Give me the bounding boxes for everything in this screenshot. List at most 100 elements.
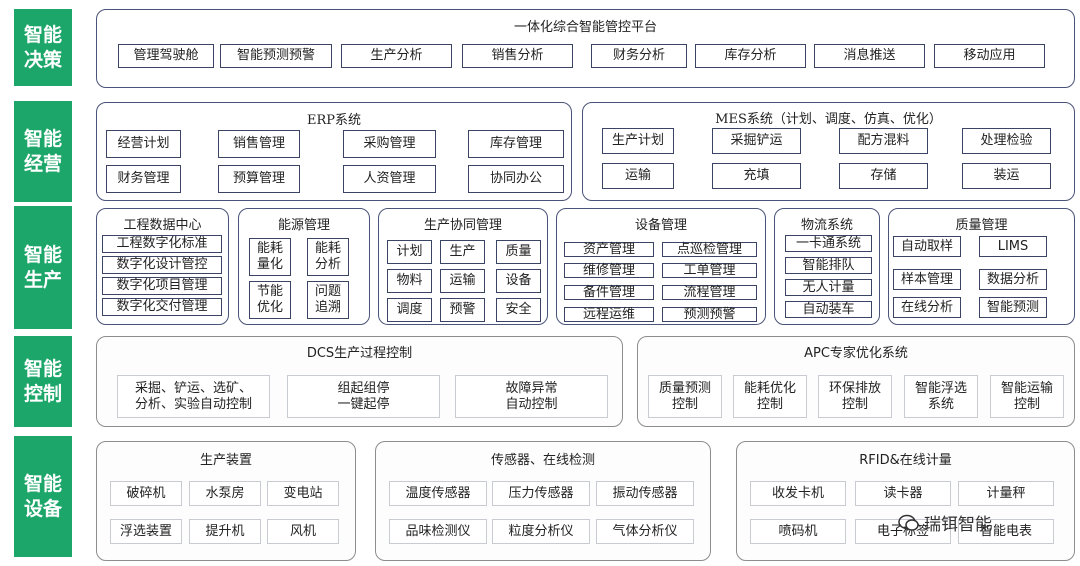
module-box[interactable]: 水泵房: [189, 481, 261, 506]
module-box[interactable]: 预测预警: [662, 307, 757, 322]
module-box[interactable]: 数字化交付管理: [102, 298, 222, 316]
module-box[interactable]: 生产: [440, 240, 485, 264]
module-box[interactable]: 能耗优化 控制: [733, 375, 807, 418]
panel-title: 一体化综合智能管控平台: [513, 20, 657, 35]
panel-title: APC专家优化系统: [804, 346, 908, 361]
module-box[interactable]: 装运: [962, 163, 1051, 189]
module-box[interactable]: 运输: [602, 163, 674, 189]
row-label-equipment: 智能 设备: [14, 436, 72, 557]
module-box[interactable]: 读卡器: [855, 481, 951, 506]
module-box[interactable]: 生产分析: [341, 44, 452, 68]
module-box[interactable]: 能耗 分析: [307, 238, 349, 276]
module-box[interactable]: 组起组停 一键起停: [287, 375, 440, 418]
module-box[interactable]: 风机: [267, 519, 339, 544]
panel-title: 物流系统: [800, 218, 853, 233]
module-box[interactable]: 销售管理: [218, 130, 300, 158]
module-box[interactable]: 电子标签: [855, 519, 951, 544]
module-box[interactable]: 配方混料: [839, 128, 928, 154]
module-box[interactable]: 样本管理: [893, 269, 961, 290]
module-box[interactable]: 数据分析: [979, 269, 1047, 290]
module-box[interactable]: 一卡通系统: [785, 235, 872, 252]
module-box[interactable]: 品味检测仪: [389, 519, 487, 544]
panel-title: RFID&在线计量: [859, 453, 952, 468]
module-box[interactable]: 智能预测: [979, 297, 1047, 318]
module-box[interactable]: 协同办公: [468, 165, 564, 193]
module-box[interactable]: 维修管理: [564, 263, 654, 278]
module-box[interactable]: 移动应用: [934, 44, 1045, 68]
module-box[interactable]: 自动取样: [893, 236, 961, 257]
module-box[interactable]: 气体分析仪: [596, 519, 694, 544]
module-box[interactable]: 库存分析: [695, 44, 806, 68]
module-box[interactable]: 质量: [496, 240, 541, 264]
wechat-icon: [898, 514, 919, 531]
module-box[interactable]: 智能排队: [785, 257, 872, 274]
module-box[interactable]: 经营计划: [106, 130, 181, 158]
module-box[interactable]: 调度: [387, 298, 432, 322]
module-box[interactable]: 点巡检管理: [662, 242, 757, 257]
row-label-production: 智能 生产: [14, 206, 72, 329]
module-box[interactable]: 收发卡机: [750, 481, 846, 506]
module-box[interactable]: 浮选装置: [110, 519, 182, 544]
module-box[interactable]: 充填: [712, 163, 801, 189]
module-box[interactable]: 故障异常 自动控制: [455, 375, 608, 418]
module-box[interactable]: 财务管理: [106, 165, 181, 193]
module-box[interactable]: 库存管理: [468, 130, 564, 158]
module-box[interactable]: 工单管理: [662, 263, 757, 278]
module-box[interactable]: 处理检验: [962, 128, 1051, 154]
watermark-text: 瑞铒智能: [924, 515, 992, 535]
module-box[interactable]: 粒度分析仪: [492, 519, 590, 544]
module-box[interactable]: 流程管理: [662, 285, 757, 300]
panel-title: DCS生产过程控制: [306, 346, 413, 361]
panel-title: 生产协同管理: [423, 218, 502, 233]
module-box[interactable]: 问题 追溯: [307, 281, 349, 319]
panel-title: ERP系统: [306, 113, 362, 128]
module-box[interactable]: 数字化设计管控: [102, 256, 222, 274]
module-box[interactable]: 自动装车: [785, 301, 872, 318]
module-box[interactable]: 销售分析: [462, 44, 573, 68]
module-box[interactable]: 工程数字化标准: [102, 235, 222, 253]
panel-title: 传感器、在线检测: [490, 453, 595, 468]
module-box[interactable]: 喷码机: [750, 519, 846, 544]
module-box[interactable]: 计量秤: [958, 481, 1054, 506]
module-box[interactable]: 智能浮选 系统: [904, 375, 978, 418]
module-box[interactable]: 生产计划: [602, 128, 674, 154]
module-box[interactable]: 财务分析: [591, 44, 687, 68]
module-box[interactable]: 环保排放 控制: [818, 375, 892, 418]
module-box[interactable]: 物料: [387, 269, 432, 293]
module-box[interactable]: 智能预测预警: [220, 44, 332, 68]
module-box[interactable]: 运输: [440, 269, 485, 293]
module-box[interactable]: 资产管理: [564, 242, 654, 257]
panel-title: 工程数据中心: [123, 218, 202, 233]
module-box[interactable]: 人资管理: [343, 165, 436, 193]
module-box[interactable]: 变电站: [267, 481, 339, 506]
module-box[interactable]: 智能运输 控制: [990, 375, 1064, 418]
module-box[interactable]: 压力传感器: [492, 481, 590, 506]
module-box[interactable]: 质量预测 控制: [648, 375, 722, 418]
module-box[interactable]: 节能 优化: [249, 281, 291, 319]
panel-title: 质量管理: [955, 218, 1008, 233]
module-box[interactable]: 计划: [387, 240, 432, 264]
module-box[interactable]: 采掘铲运: [712, 128, 801, 154]
module-box[interactable]: 采掘、铲运、选矿、 分析、实验自动控制: [117, 375, 270, 418]
module-box[interactable]: 破碎机: [110, 481, 182, 506]
module-box[interactable]: 采购管理: [343, 130, 436, 158]
module-box[interactable]: 无人计量: [785, 279, 872, 296]
module-box[interactable]: 振动传感器: [596, 481, 694, 506]
module-box[interactable]: 智能电表: [958, 519, 1054, 544]
module-box[interactable]: 温度传感器: [389, 481, 487, 506]
module-box[interactable]: 存储: [839, 163, 928, 189]
module-box[interactable]: 提升机: [189, 519, 261, 544]
module-box[interactable]: 管理驾驶舱: [118, 44, 214, 68]
module-box[interactable]: 预算管理: [218, 165, 300, 193]
module-box[interactable]: 设备: [496, 269, 541, 293]
module-box[interactable]: 能耗 量化: [249, 238, 291, 276]
module-box[interactable]: 安全: [496, 298, 541, 322]
module-box[interactable]: 预警: [440, 298, 485, 322]
panel-title: 生产装置: [199, 453, 252, 468]
module-box[interactable]: 远程运维: [564, 307, 654, 322]
module-box[interactable]: LIMS: [979, 236, 1047, 257]
module-box[interactable]: 消息推送: [814, 44, 925, 68]
module-box[interactable]: 数字化项目管理: [102, 277, 222, 295]
module-box[interactable]: 在线分析: [893, 297, 961, 318]
module-box[interactable]: 备件管理: [564, 285, 654, 300]
